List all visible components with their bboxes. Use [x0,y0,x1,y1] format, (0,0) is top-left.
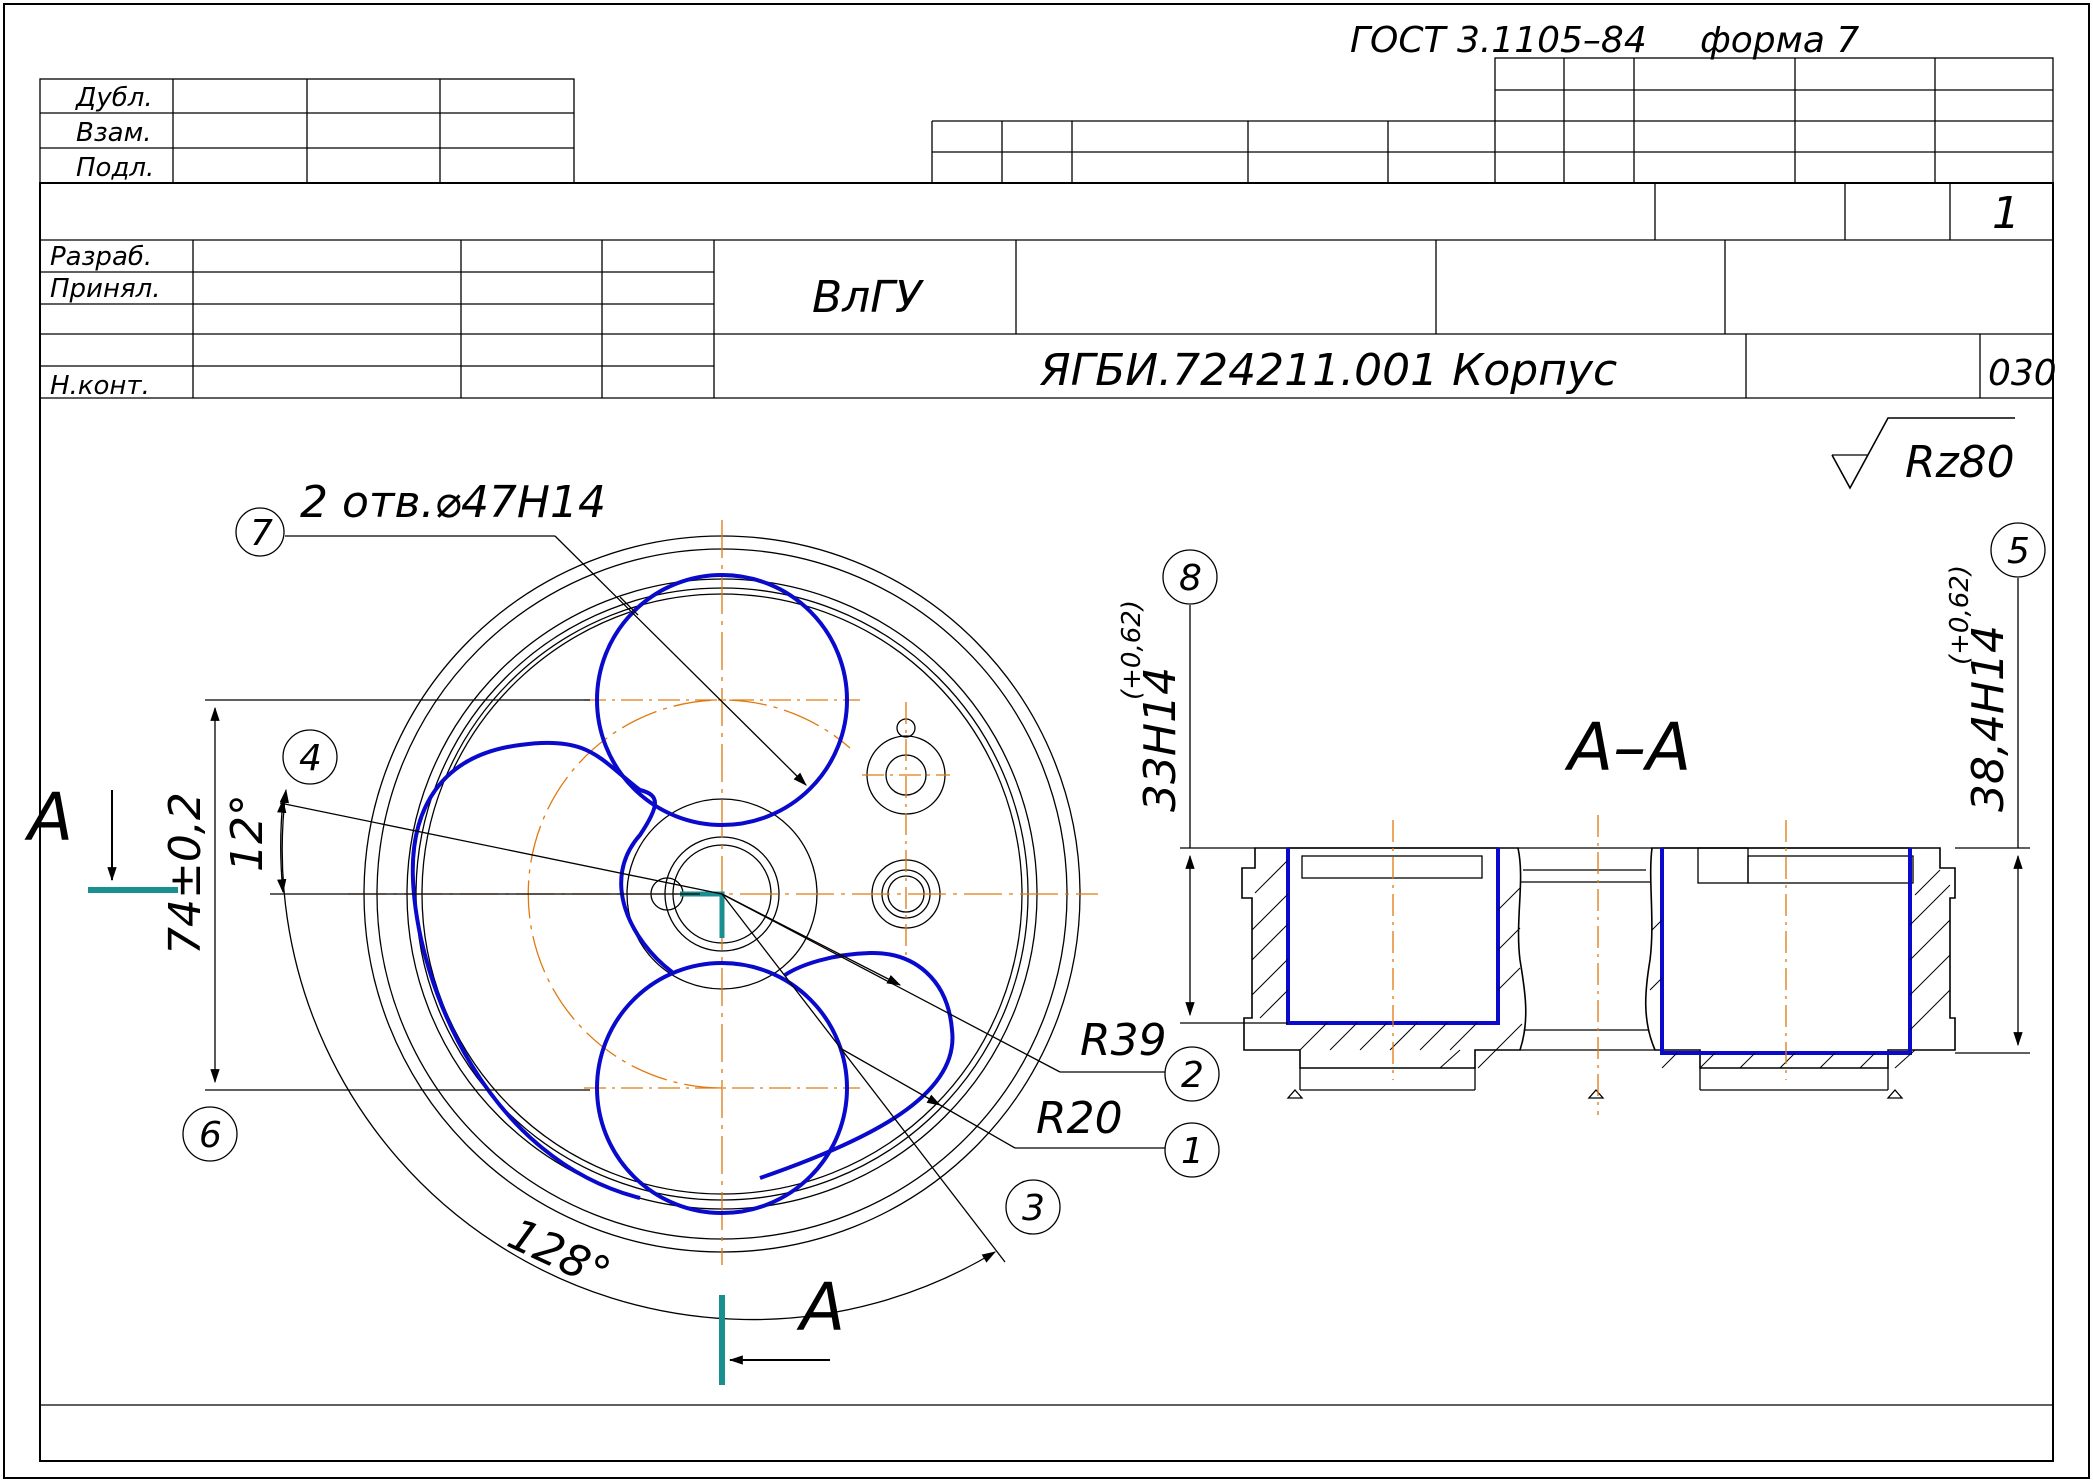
section-mark-bottom: А [796,1269,845,1346]
marker-3: 3 [1022,1188,1045,1229]
standard-label: ГОСТ 3.1105–84 [1350,20,1647,61]
sheet-number: 1 [1992,188,2020,239]
roughness-symbol: Rz80 [1831,417,2015,490]
nkont-label: Н.конт. [50,371,150,401]
organization-name: ВлГУ [812,272,925,323]
radius-20: R20 [1036,1093,1123,1144]
section-view: А–А [1117,522,2046,1115]
dubl-label: Дубл. [75,83,153,113]
dim-33: 33H14 [1135,667,1186,812]
angle-12: 12° [222,794,273,872]
dim-38: 38,4H14 [1963,625,2014,812]
operation-number: 030 [1988,353,2057,394]
section-mark-left: А [24,779,73,856]
angle-128: 128° [500,1209,618,1300]
marker-8: 8 [1179,558,1202,599]
title-block: Разраб. Принял. Н.конт. ВлГУ ЯГБИ.724211… [40,240,2057,401]
plan-view [348,520,1098,1265]
marker-7: 7 [250,513,273,554]
marker-2: 2 [1181,1055,1204,1096]
radius-39: R39 [1080,1015,1167,1066]
marker-1: 1 [1181,1131,1204,1172]
sheet-number-row: 1 [40,183,2053,241]
section-title: А–А [1564,709,1691,786]
dim-38-tolerance: (+0,62) [1945,565,1975,665]
hole-callout: 2 отв.⌀47H14 [300,477,606,528]
dim-33-tolerance: (+0,62) [1117,600,1147,700]
vzam-label: Взам. [76,118,151,148]
part-designation: ЯГБИ.724211.001 Корпус [1039,345,1617,396]
podl-label: Подл. [76,153,154,183]
marker-6: 6 [199,1115,222,1156]
outer-frame [3,3,2090,1479]
dim-74: 74±0,2 [160,792,211,955]
plan-dimensions: 7 2 отв.⌀47H14 74±0,2 12° 4 6 128° 3 R39… [24,477,1220,1385]
roughness-value: Rz80 [1905,437,2015,488]
section-hatch [1251,859,1951,1069]
inner-frame [39,182,2054,1462]
marker-5: 5 [2007,531,2030,572]
razrab-label: Разраб. [50,242,152,272]
form-label: форма 7 [1700,20,1859,61]
header-block: ГОСТ 3.1105–84 форма 7 Дубл. Взам. Подл. [39,20,2054,184]
prinyal-label: Принял. [50,274,160,304]
marker-4: 4 [299,738,322,779]
